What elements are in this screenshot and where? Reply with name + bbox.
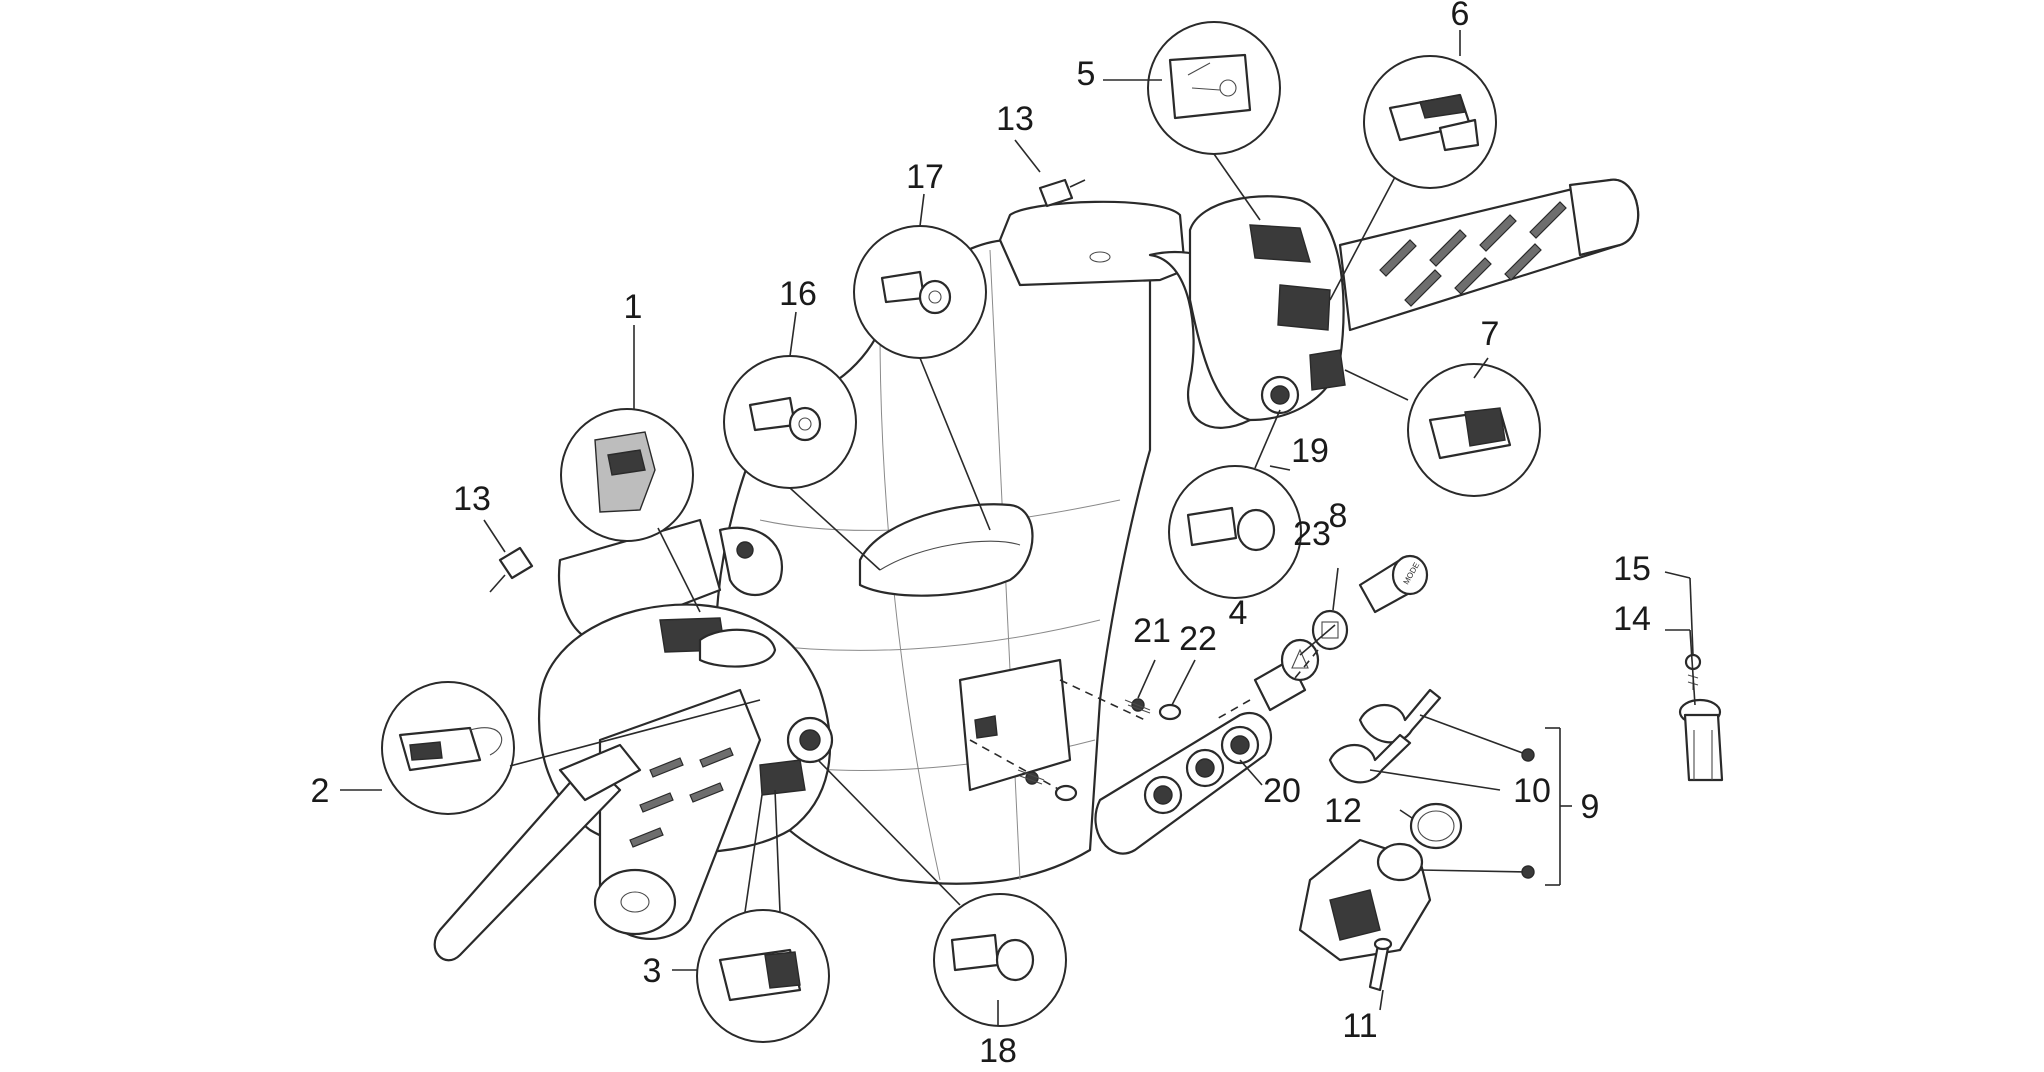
zoom-part-2 bbox=[381, 681, 761, 815]
zoom-circles bbox=[381, 21, 1541, 1043]
ignition-lock-9 bbox=[1298, 838, 1529, 962]
callout-21: 21 bbox=[1133, 612, 1171, 650]
screw-21 bbox=[969, 679, 1151, 791]
callout-20: 20 bbox=[1263, 772, 1301, 810]
callout-22: 22 bbox=[1179, 620, 1217, 658]
loose-parts: MODE bbox=[489, 178, 1724, 992]
left-grip-ribs bbox=[629, 747, 734, 848]
zoom-part-1 bbox=[560, 408, 701, 613]
callout-4: 4 bbox=[1229, 594, 1248, 632]
keys-10 bbox=[1328, 688, 1529, 791]
leader-lines bbox=[340, 30, 1696, 1026]
callout-23: 23 bbox=[1293, 515, 1331, 553]
callout-7: 7 bbox=[1481, 315, 1500, 353]
bracket-9 bbox=[1521, 727, 1572, 886]
button-8-mode: MODE bbox=[1358, 554, 1429, 614]
callout-13-left: 13 bbox=[453, 480, 491, 518]
connector-13-left bbox=[489, 546, 534, 593]
washer-22 bbox=[1054, 703, 1182, 802]
connector-13-top bbox=[1038, 178, 1086, 208]
zoom-part-3 bbox=[696, 789, 830, 1043]
zoom-part-6 bbox=[1329, 55, 1497, 301]
ring-12 bbox=[1399, 802, 1463, 850]
callout-6: 6 bbox=[1451, 0, 1470, 33]
zoom-part-18 bbox=[817, 759, 1067, 1027]
callout-19: 19 bbox=[1291, 432, 1329, 470]
button-4 bbox=[1214, 638, 1320, 721]
callout-1: 1 bbox=[624, 288, 643, 326]
callout-5: 5 bbox=[1077, 55, 1096, 93]
callout-2: 2 bbox=[311, 772, 330, 810]
switch-14 bbox=[1678, 698, 1724, 782]
zoom-part-19 bbox=[1168, 409, 1302, 599]
callout-10: 10 bbox=[1513, 772, 1551, 810]
callout-18: 18 bbox=[979, 1032, 1017, 1070]
callout-8: 8 bbox=[1329, 497, 1348, 535]
callout-11: 11 bbox=[1342, 1007, 1377, 1045]
callout-15: 15 bbox=[1613, 550, 1651, 588]
callout-9: 9 bbox=[1581, 788, 1600, 826]
callout-16: 16 bbox=[779, 275, 817, 313]
zoom-part-7 bbox=[1344, 363, 1541, 497]
callout-13-top: 13 bbox=[996, 100, 1034, 138]
right-grip-ribs bbox=[1379, 201, 1567, 307]
callout-labels: 1 2 3 4 5 6 7 8 9 10 11 12 13 13 14 15 1… bbox=[311, 0, 1651, 1070]
callout-14: 14 bbox=[1613, 600, 1651, 638]
callout-12: 12 bbox=[1324, 792, 1362, 830]
zoom-part-16 bbox=[723, 355, 881, 571]
zoom-part-17 bbox=[853, 225, 991, 531]
zoom-part-5 bbox=[1147, 21, 1281, 221]
bolt-11 bbox=[1368, 937, 1393, 992]
cover-panel-20 bbox=[1094, 712, 1273, 855]
callout-3: 3 bbox=[643, 952, 662, 990]
handlebar-assembly bbox=[433, 178, 1640, 962]
callout-17: 17 bbox=[906, 158, 944, 196]
